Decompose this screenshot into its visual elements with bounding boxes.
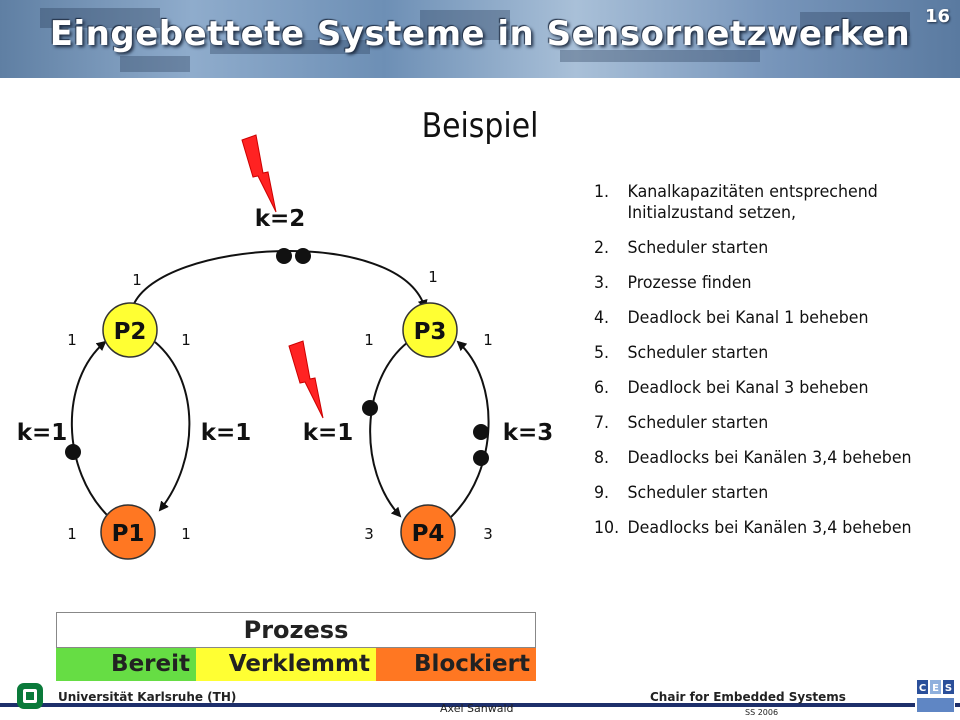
- term-label: SS 2006: [745, 708, 779, 717]
- step-item: 6.Deadlock bei Kanal 3 beheben: [594, 378, 869, 398]
- step-item: 5.Scheduler starten: [594, 343, 769, 363]
- channel-edge-left: [70, 340, 111, 519]
- svg-text:S: S: [945, 683, 952, 694]
- footer-divider: [0, 703, 960, 707]
- university-name: Universität Karlsruhe (TH): [58, 690, 237, 704]
- process-node-p3: [402, 302, 458, 358]
- step-item: 4.Deadlock bei Kanal 1 beheben: [594, 308, 869, 328]
- slide-subtitle: Beispiel: [421, 106, 539, 146]
- lightning-icon-top: [241, 134, 277, 213]
- ces-logo-icon: C E S: [915, 676, 955, 716]
- channel-label-top: k=2: [255, 206, 306, 232]
- slide-number: 16: [924, 6, 950, 27]
- token-dot: [473, 424, 489, 440]
- token-dot: [276, 248, 292, 264]
- legend-title: Prozess: [56, 612, 536, 648]
- token-dot: [473, 450, 489, 466]
- process-node-p1: [100, 504, 156, 560]
- rate-label: 1: [483, 331, 493, 349]
- channel-label-right: k=3: [503, 420, 554, 446]
- dataflow-diagram: P2 P3 P1 P4 k=2 k=1 k=1 k=1 k=3 1 1 1 1 …: [17, 134, 554, 560]
- steps-list: 1.Kanalkapazitäten entsprechend Initialz…: [594, 182, 944, 553]
- rate-label: 1: [132, 271, 142, 289]
- channel-label-left: k=1: [17, 420, 68, 446]
- university-logo-icon: [17, 683, 43, 709]
- author-name: Axel Sanwald: [440, 702, 514, 715]
- svg-text:E: E: [932, 683, 939, 694]
- step-item: 9.Scheduler starten: [594, 483, 769, 503]
- rate-label: 3: [364, 525, 374, 543]
- process-node-p2: [102, 302, 158, 358]
- process-label-p3: P3: [414, 319, 447, 345]
- rate-label: 1: [181, 331, 191, 349]
- rate-label: 1: [364, 331, 374, 349]
- channel-edge-right: [449, 340, 490, 519]
- legend-verklemmt: Verklemmt: [196, 648, 376, 681]
- rate-label: 1: [67, 331, 77, 349]
- token-dot: [362, 400, 378, 416]
- rate-label: 1: [67, 525, 77, 543]
- header-title: Eingebettete Systeme in Sensornetzwerken: [49, 14, 911, 54]
- channel-edge-mid-right: [369, 341, 409, 518]
- process-label-p4: P4: [412, 521, 445, 547]
- channel-label-mid-right: k=1: [303, 420, 354, 446]
- svg-text:C: C: [919, 683, 926, 694]
- process-label-p1: P1: [112, 521, 145, 547]
- step-item: 1.Kanalkapazitäten entsprechend Initialz…: [594, 182, 878, 223]
- rate-label: 1: [181, 525, 191, 543]
- step-item: 7.Scheduler starten: [594, 413, 769, 433]
- process-state-legend: Prozess Bereit Verklemmt Blockiert: [56, 612, 536, 681]
- rate-label: 1: [428, 268, 438, 286]
- legend-bereit: Bereit: [56, 648, 196, 681]
- step-item: 3.Prozesse finden: [594, 273, 752, 293]
- step-item: 10.Deadlocks bei Kanälen 3,4 beheben: [594, 518, 912, 538]
- token-dot: [295, 248, 311, 264]
- rate-label: 3: [483, 525, 493, 543]
- channel-edge-mid-left: [154, 341, 191, 512]
- step-item: 8.Deadlocks bei Kanälen 3,4 beheben: [594, 448, 912, 468]
- step-item: 2.Scheduler starten: [594, 238, 769, 258]
- chair-name: Chair for Embedded Systems: [650, 690, 846, 704]
- legend-blockiert: Blockiert: [376, 648, 536, 681]
- token-dot: [65, 444, 81, 460]
- lightning-icon-middle: [288, 340, 324, 419]
- channel-label-mid-left: k=1: [201, 420, 252, 446]
- process-label-p2: P2: [114, 319, 147, 345]
- header-banner: Eingebettete Systeme in Sensornetzwerken…: [0, 0, 960, 78]
- process-node-p4: [400, 504, 456, 560]
